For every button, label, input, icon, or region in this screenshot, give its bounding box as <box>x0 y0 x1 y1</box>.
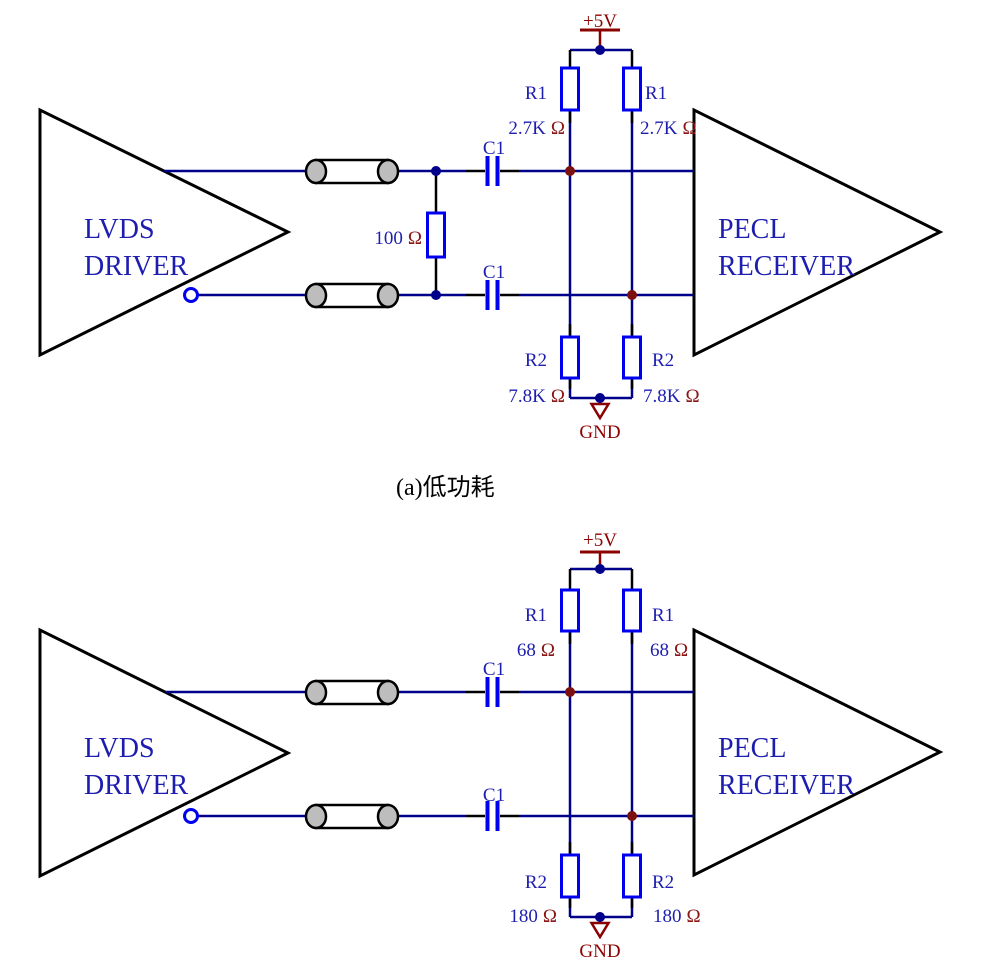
pecl-receiver-label: PECL RECEIVER <box>718 733 855 801</box>
transmission-line-bottom <box>304 282 400 309</box>
capacitor-c1-bottom <box>485 280 500 310</box>
transmission-line-bottom <box>304 803 400 830</box>
resistor-r1-right <box>622 66 642 112</box>
r1-left-ref: R1 <box>524 83 547 104</box>
termination-resistor <box>426 171 446 295</box>
circuit-a <box>38 28 944 421</box>
resistor-r1-right <box>622 588 642 633</box>
inverting-bubble <box>183 287 199 303</box>
supply-label: +5V <box>583 530 617 551</box>
r2-left-ref: R2 <box>524 350 547 371</box>
c1-bottom-ref: C1 <box>482 785 506 806</box>
resistor-r2-right <box>622 335 642 380</box>
junction-dots <box>565 564 637 922</box>
c1-top-ref: C1 <box>482 659 506 680</box>
c1-top-ref: C1 <box>482 138 506 159</box>
capacitor-c1-top <box>485 677 500 707</box>
lvds-driver-label: LVDS DRIVER <box>84 214 189 282</box>
capacitor-c1-bottom <box>485 801 500 831</box>
pecl-receiver-label: PECL RECEIVER <box>718 214 855 282</box>
supply-label: +5V <box>583 11 617 32</box>
transmission-line-top <box>304 679 400 706</box>
signal-wires <box>165 690 694 818</box>
component-pins <box>466 690 519 818</box>
resistor-r2-left <box>560 853 580 899</box>
resistor-r1-left <box>560 588 580 633</box>
r1-right-ref: R1 <box>652 605 675 626</box>
bias-network <box>560 569 642 919</box>
r2-left-ref: R2 <box>524 872 547 893</box>
r2-right-ref: R2 <box>652 350 675 371</box>
c1-bottom-ref: C1 <box>482 262 506 283</box>
ground-label: GND <box>579 422 621 443</box>
transmission-line-top <box>304 158 400 185</box>
caption-a: (a)低功耗 <box>396 475 495 501</box>
r2-right-ref: R2 <box>652 872 675 893</box>
resistor-r2-left <box>560 335 580 380</box>
pecl-receiver-symbol <box>692 107 944 358</box>
ground-label: GND <box>579 941 621 962</box>
component-pins <box>466 169 519 297</box>
capacitor-c1-top <box>485 156 500 186</box>
resistor-r2-right <box>622 853 642 899</box>
pecl-receiver-symbol <box>692 627 944 878</box>
r1-right-ref: R1 <box>645 83 668 104</box>
bias-network <box>560 50 642 400</box>
resistor-r1-left <box>560 66 580 112</box>
junction-dots <box>431 45 637 403</box>
lvds-driver-symbol <box>38 627 292 879</box>
r1-left-ref: R1 <box>524 605 547 626</box>
lvds-driver-label: LVDS DRIVER <box>84 733 189 801</box>
circuit-b <box>38 550 944 940</box>
inverting-bubble <box>183 808 199 824</box>
